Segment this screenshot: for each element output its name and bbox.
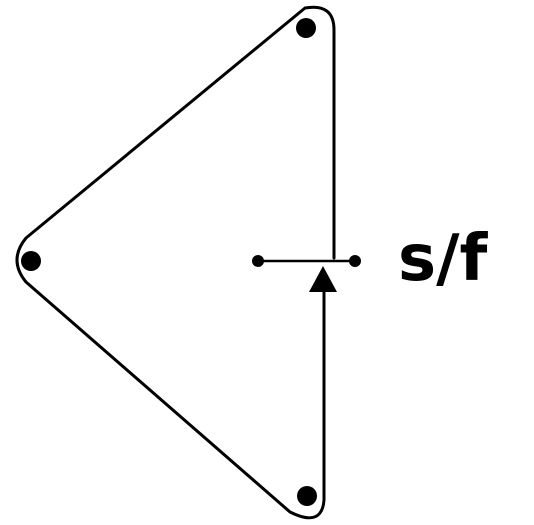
junction-left-dot [252, 255, 264, 267]
route-outline [15, 5, 336, 520]
sf-label: s/f [398, 222, 488, 296]
top-station-dot [296, 18, 316, 38]
bottom-station-dot [297, 486, 317, 506]
left-station-dot [21, 251, 41, 271]
up-arrowhead-icon [309, 266, 337, 292]
junction-right-dot [349, 255, 361, 267]
